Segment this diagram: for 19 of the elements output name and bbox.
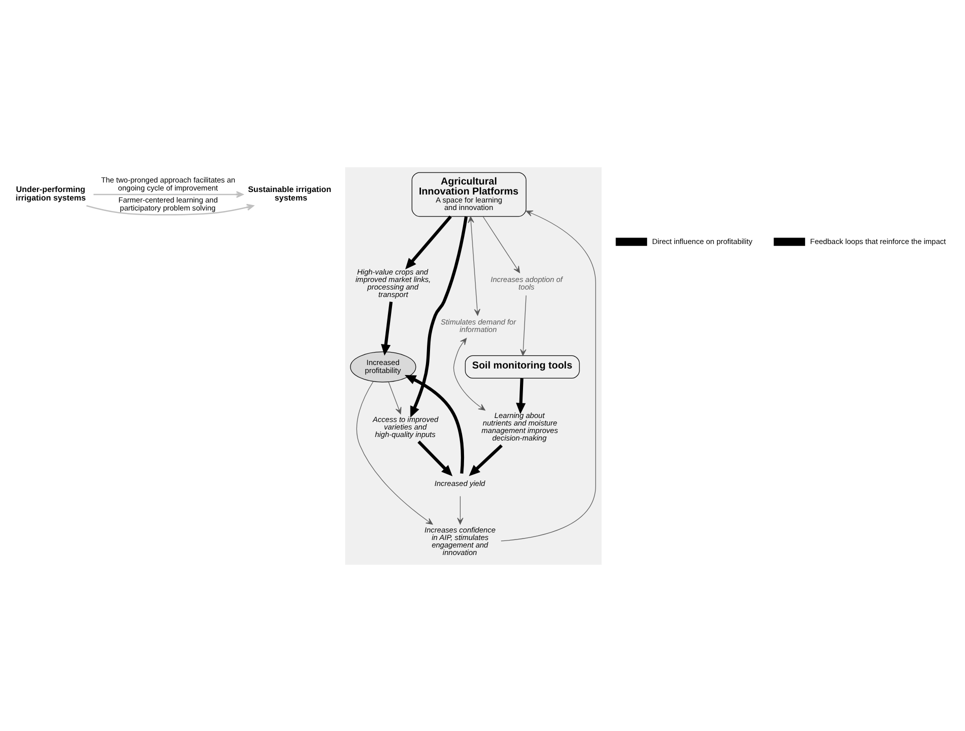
arrow bbox=[516, 378, 526, 414]
arrow bbox=[457, 495, 464, 524]
arrow bbox=[404, 374, 464, 474]
arrow bbox=[410, 216, 468, 418]
arrow bbox=[520, 294, 526, 356]
arrow bbox=[418, 440, 453, 476]
arrow bbox=[388, 381, 402, 414]
cluster bbox=[345, 166, 602, 564]
arrow bbox=[500, 210, 596, 541]
node-box: Soil monitoring tools bbox=[464, 354, 580, 378]
arrow bbox=[380, 301, 393, 356]
arrow bbox=[94, 190, 244, 198]
arrow bbox=[468, 216, 480, 316]
arrow bbox=[356, 380, 433, 524]
arrow bbox=[86, 203, 254, 215]
arrow bbox=[405, 215, 452, 269]
arrow bbox=[482, 216, 520, 273]
arrow bbox=[468, 444, 503, 476]
arrow bbox=[453, 337, 486, 410]
